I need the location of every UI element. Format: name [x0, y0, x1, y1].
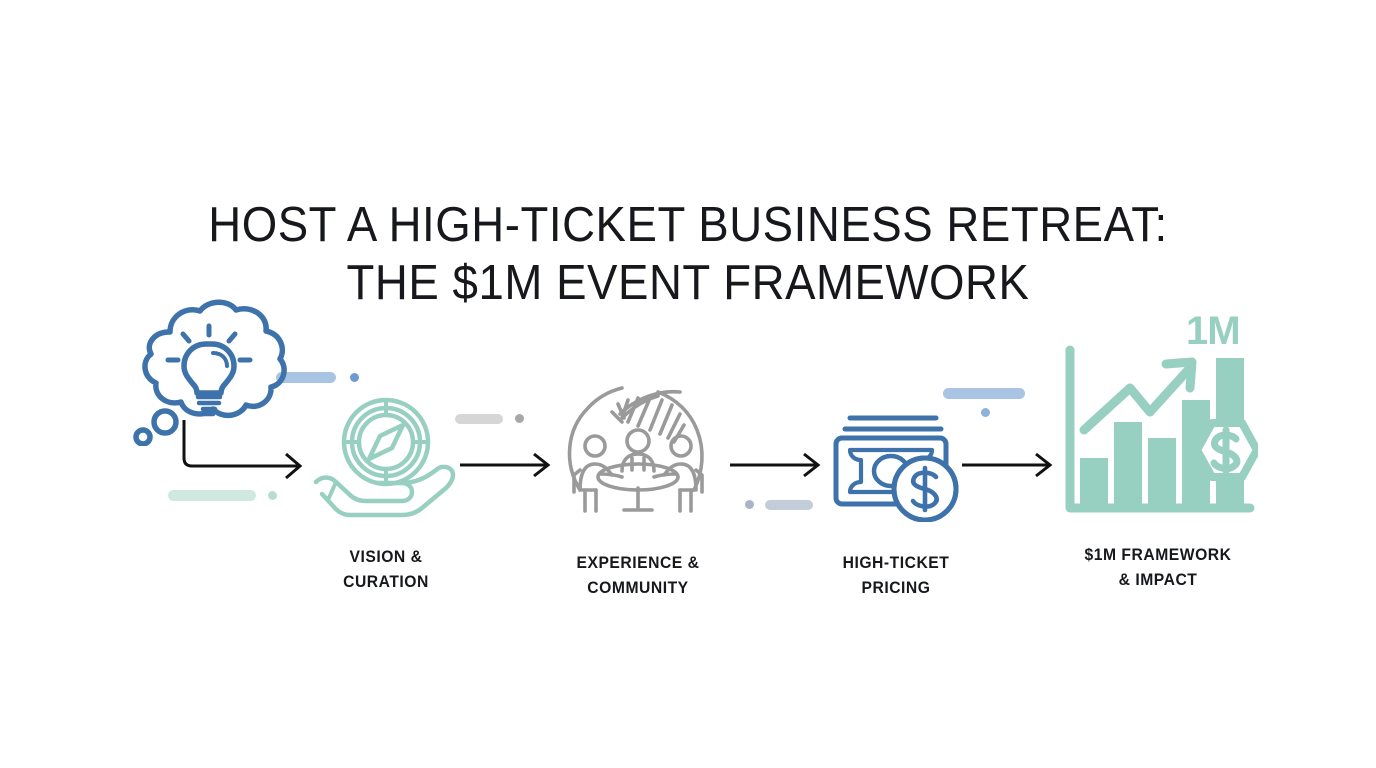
- stage-framework: 1M $1M FRAMEWORK & IMPACT: [1058, 309, 1261, 593]
- stage-label-vision: VISION & CURATION: [343, 548, 429, 591]
- chart-value-label: 1M: [1186, 312, 1240, 353]
- decor-gray-dash-dot-mid: [455, 412, 545, 426]
- chart-bar-3: [1148, 438, 1176, 508]
- decor-blue-dash-dot-top-left: [276, 370, 366, 384]
- arrow-vision-to-experience: [458, 450, 560, 480]
- decor-dot: [745, 500, 754, 509]
- decor-dash: [276, 372, 336, 383]
- arrow-experience-to-pricing: [728, 450, 830, 480]
- decor-dot: [515, 414, 524, 423]
- people-at-table-icon: [558, 378, 718, 525]
- stage-vision: VISION & CURATION: [310, 396, 462, 595]
- stage-label-pricing: HIGH-TICKET PRICING: [842, 554, 950, 597]
- stage-label-experience: EXPERIENCE & COMMUNITY: [576, 554, 700, 597]
- decor-dot: [268, 491, 277, 500]
- stage-idea: [112, 296, 292, 451]
- decor-dash: [168, 490, 256, 501]
- banknotes-dollar-coin-icon: [828, 406, 964, 527]
- page-title: HOST A HIGH-TICKET BUSINESS RETREAT: THE…: [0, 196, 1376, 312]
- thought-bubble-lightbulb-icon: [112, 296, 292, 451]
- stage-label-framework: $1M FRAMEWORK & IMPACT: [1084, 546, 1232, 589]
- title-line-1: HOST A HIGH-TICKET BUSINESS RETREAT:: [208, 198, 1168, 252]
- decor-dot: [981, 408, 990, 417]
- chart-bar-2: [1114, 422, 1142, 508]
- decor-dash: [943, 388, 1025, 399]
- compass-in-hand-icon: [310, 396, 462, 523]
- title-line-2: THE $1M EVENT FRAMEWORK: [346, 256, 1030, 310]
- arrow-pricing-to-framework: [960, 450, 1062, 480]
- decor-grayblue-dot-dash-lower: [745, 498, 835, 512]
- stage-experience: EXPERIENCE & COMMUNITY: [558, 378, 718, 601]
- chart-bar-1: [1080, 458, 1108, 508]
- decor-dot: [350, 373, 359, 382]
- stage-pricing: HIGH-TICKET PRICING: [828, 406, 964, 601]
- decor-dash: [765, 500, 813, 510]
- decor-dash: [455, 414, 503, 424]
- growth-bar-chart-icon: 1M: [1058, 309, 1261, 527]
- decor-blue-dash-dot-below: [943, 388, 1043, 420]
- elbow-arrow-idea-to-vision: [176, 418, 316, 480]
- decor-mint-dash-dot-left: [168, 488, 288, 502]
